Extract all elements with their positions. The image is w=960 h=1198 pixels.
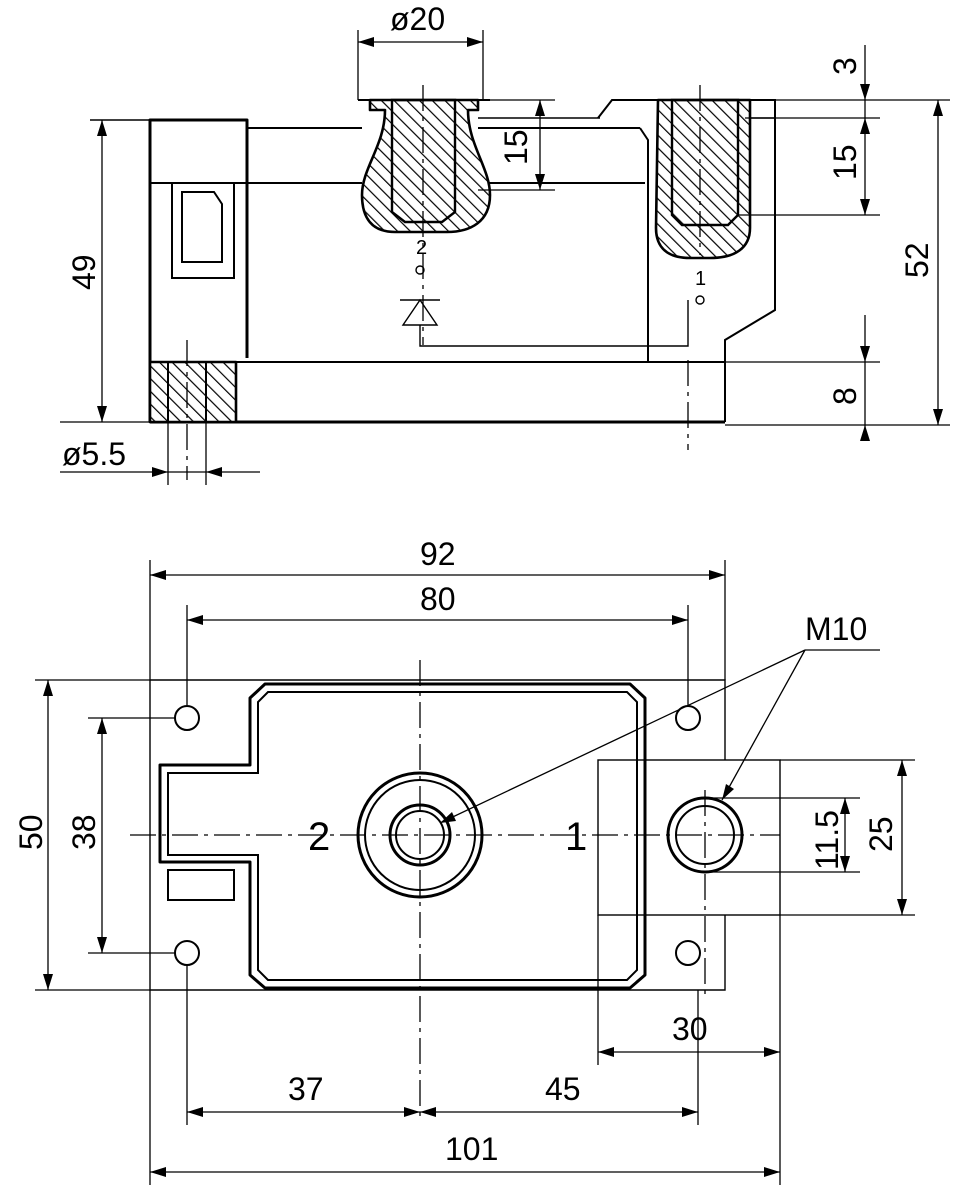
side-view: 2 1 ø20 (60, 1, 950, 485)
dim-terminal-positions: 37 45 (186, 965, 699, 1125)
callout-m10: M10 (439, 611, 880, 824)
dim-clamp-height: 25 (780, 759, 915, 916)
plan-terminal-2-label: 2 (308, 815, 330, 859)
dim-mount-hole: ø5.5 (60, 422, 260, 485)
terminal-1-label: 1 (695, 268, 706, 290)
plan-view: 2 1 M10 92 80 (13, 536, 915, 1185)
mount-hole-section (148, 340, 238, 480)
dim-top-offset-text: 3 (827, 57, 863, 75)
plan-clamp-plate (597, 759, 781, 916)
dim-clamp-height-text: 25 (863, 816, 899, 852)
dim-overall-width: 92 (149, 536, 726, 680)
mount-hole-bottom-left (174, 940, 200, 966)
dim-terminal-1-depth-text: 15 (827, 144, 863, 180)
dim-mount-hole-text: ø5.5 (62, 436, 126, 472)
side-body-outline (90, 99, 776, 424)
dim-hole-pitch-text: 80 (420, 581, 456, 617)
mount-hole-top-left (174, 705, 200, 731)
dim-hole-spacing-text: 38 (66, 814, 102, 850)
dim-body-height-text: 49 (66, 254, 102, 290)
dim-body-depth: 50 (13, 679, 150, 991)
dim-hole-spacing: 38 (66, 717, 175, 954)
dim-overall-width-text: 92 (420, 536, 456, 572)
terminal-1-section: 1 (654, 85, 752, 450)
dim-body-height: 49 (60, 120, 150, 423)
dim-terminal-diameter-text: ø20 (390, 1, 445, 37)
dim-terminal-diameter: ø20 (357, 1, 484, 100)
side-window (171, 182, 235, 279)
dim-terminal-2-depth: 15 (478, 99, 555, 191)
plan-housing (158, 682, 647, 990)
dim-total-height: 52 (725, 99, 950, 426)
mount-hole-bottom-right (675, 940, 701, 966)
dim-total-height-text: 52 (899, 242, 935, 278)
plan-centerlines (130, 660, 780, 1120)
dim-terminal-2-depth-text: 15 (498, 129, 534, 165)
dim-base-height: 8 (725, 315, 880, 441)
dim-base-height-text: 8 (827, 387, 863, 405)
dim-stud-diameter-text: 11.5 (809, 810, 845, 870)
dim-overall-length: 101 (149, 990, 781, 1185)
dim-hole-pitch: 80 (186, 581, 689, 705)
dim-clamp-width-text: 30 (672, 1011, 708, 1047)
dim-body-depth-text: 50 (13, 814, 49, 850)
dim-clamp-width: 30 (597, 915, 781, 1065)
dim-terminal-1-depth: 15 (738, 118, 880, 216)
plan-terminal-1-label: 1 (565, 815, 587, 859)
dim-overall-length-text: 101 (445, 1131, 498, 1167)
dim-left-offset-text: 37 (288, 1071, 324, 1107)
terminal-2-label: 2 (416, 237, 427, 259)
dim-center-spacing-text: 45 (545, 1071, 581, 1107)
terminal-2-section: 2 (358, 85, 689, 347)
dim-stud-diameter: 11.5 (705, 797, 860, 873)
callout-m10-text: M10 (805, 611, 867, 647)
